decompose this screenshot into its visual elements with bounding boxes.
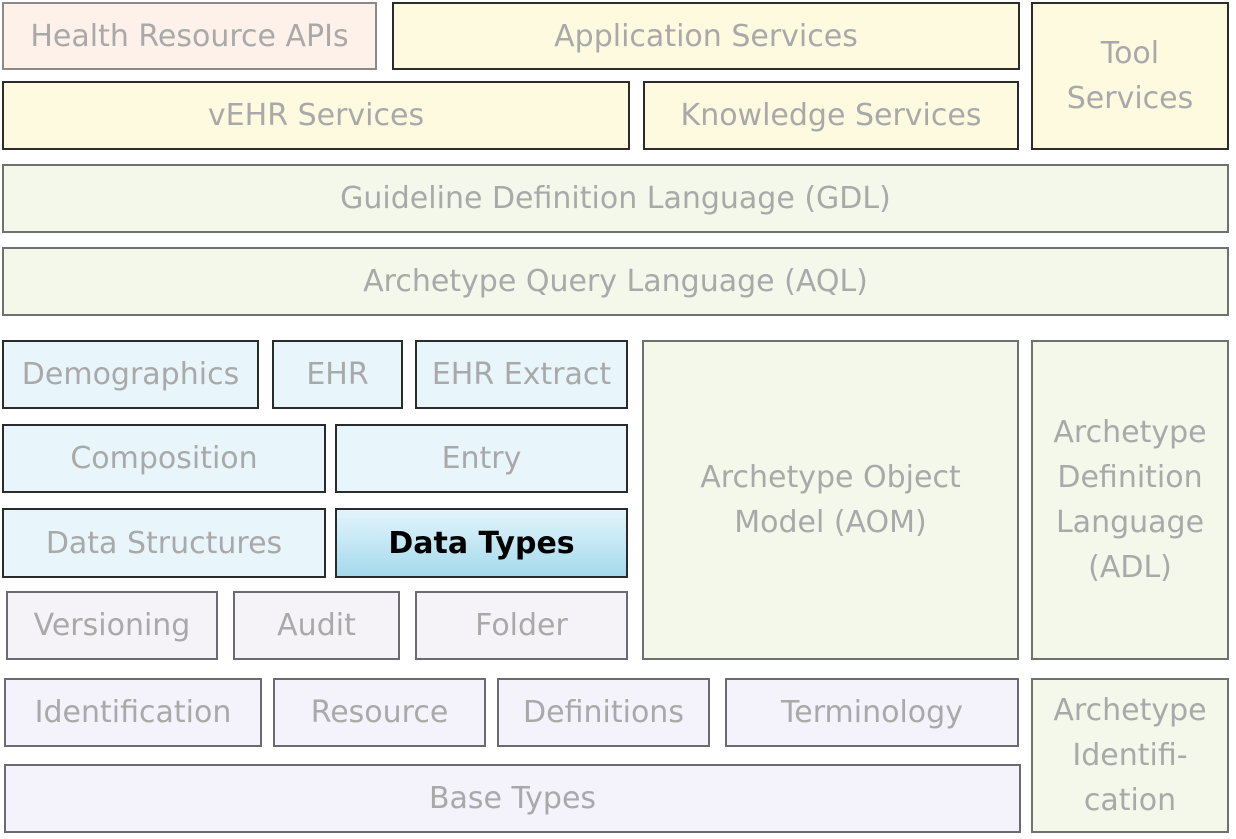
application-services-box[interactable]: Application Services: [392, 2, 1020, 70]
base-types-box[interactable]: Base Types: [4, 764, 1021, 833]
tool-services-box[interactable]: Tool Services: [1031, 2, 1229, 150]
adl-box[interactable]: Archetype Definition Language (ADL): [1031, 340, 1229, 660]
folder-box[interactable]: Folder: [415, 591, 628, 660]
definitions-box[interactable]: Definitions: [497, 678, 710, 747]
versioning-box[interactable]: Versioning: [6, 591, 218, 660]
terminology-box[interactable]: Terminology: [725, 678, 1019, 747]
knowledge-services-box[interactable]: Knowledge Services: [643, 81, 1019, 150]
aom-box[interactable]: Archetype Object Model (AOM): [642, 340, 1019, 660]
resource-box[interactable]: Resource: [273, 678, 486, 747]
gdl-box[interactable]: Guideline Definition Language (GDL): [2, 164, 1229, 233]
identification-box[interactable]: Identification: [4, 678, 262, 747]
data-types-box[interactable]: Data Types: [335, 508, 628, 578]
audit-box[interactable]: Audit: [233, 591, 400, 660]
demographics-box[interactable]: Demographics: [2, 340, 259, 409]
aql-box[interactable]: Archetype Query Language (AQL): [2, 247, 1229, 316]
entry-box[interactable]: Entry: [335, 424, 628, 493]
vehr-services-box[interactable]: vEHR Services: [2, 81, 630, 150]
health-resource-apis-box[interactable]: Health Resource APIs: [2, 2, 377, 70]
ehr-box[interactable]: EHR: [272, 340, 403, 409]
data-structures-box[interactable]: Data Structures: [2, 508, 326, 578]
ehr-extract-box[interactable]: EHR Extract: [415, 340, 628, 409]
composition-box[interactable]: Composition: [2, 424, 326, 493]
archetype-identification-box[interactable]: Archetype Identifi- cation: [1031, 678, 1229, 833]
